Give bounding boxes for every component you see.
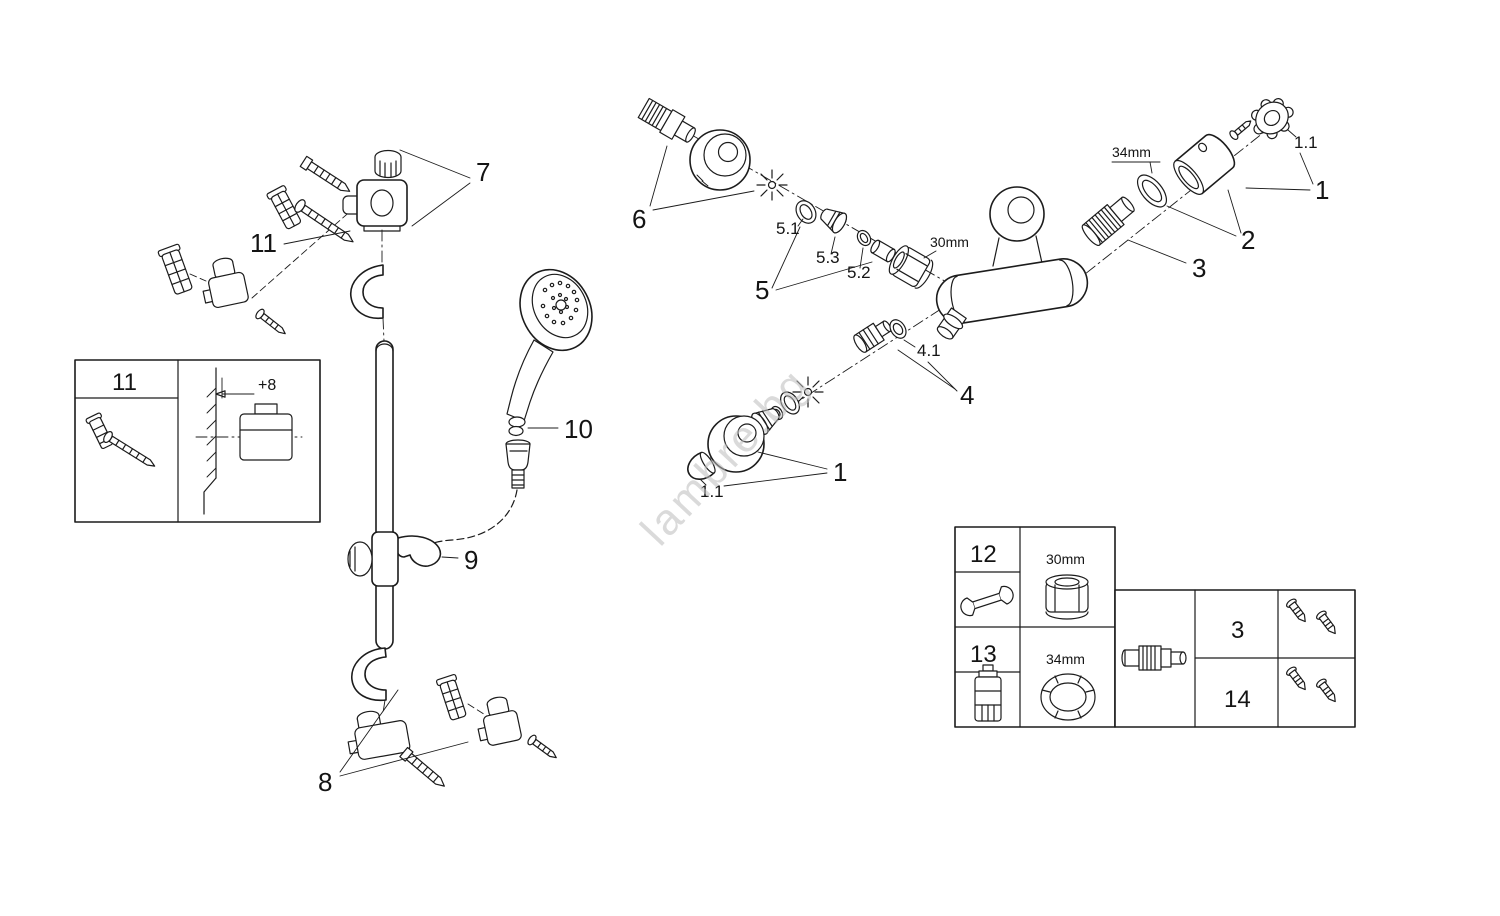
offset-dimension: +8 — [215, 377, 276, 399]
part-label-3: 3 — [1192, 253, 1206, 283]
handle-cap — [1251, 98, 1294, 140]
cover-cap — [687, 451, 716, 481]
seal-ring-5-1 — [795, 200, 817, 224]
part-label-11: 11 — [250, 228, 277, 258]
shower-outlet-stub — [936, 307, 967, 340]
connection-sleeve — [1173, 133, 1236, 195]
mixer-body — [935, 186, 1089, 340]
bracket-screw-icon — [299, 155, 351, 192]
rail-top-bracket — [342, 179, 408, 232]
table-item-13: 13 — [970, 641, 997, 668]
wall-bracket-icon — [477, 696, 522, 746]
mixer-exploded-assembly: 6 5.1 5.3 5.2 5 — [632, 97, 1329, 501]
cone-piece-5-3 — [820, 208, 848, 234]
wall-plug-icon — [435, 674, 467, 721]
part-label-1-1-bottom: 1.1 — [700, 482, 724, 501]
table-item-14: 14 — [1224, 686, 1251, 713]
part-label-9: 9 — [464, 545, 478, 575]
watermark-text: lambre.bg — [631, 359, 819, 555]
hand-shower — [506, 268, 593, 422]
part-label-2: 2 — [1241, 225, 1255, 255]
nut-30mm-icon — [1045, 574, 1089, 620]
dim-label-30mm: 30mm — [930, 234, 969, 250]
escutcheon-bottom — [707, 415, 765, 473]
part-label-5-3: 5.3 — [816, 248, 840, 267]
wall-screw-icon — [103, 431, 156, 467]
part-label-8: 8 — [318, 767, 332, 797]
part-label-1-bottom: 1 — [833, 457, 847, 487]
bracket-profile — [239, 403, 293, 461]
screw-pair-icon — [1286, 598, 1336, 635]
screw-pair-icon — [1286, 666, 1336, 703]
part-label-4: 4 — [960, 380, 974, 410]
wrench-icon — [960, 585, 1014, 617]
part-label-7: 7 — [476, 157, 490, 187]
hose-connector — [505, 439, 531, 489]
inset-label-11: 11 — [112, 369, 137, 396]
inset-dim-label: +8 — [258, 377, 276, 394]
part-label-4-1: 4.1 — [917, 341, 941, 360]
part-label-1-top: 1 — [1315, 175, 1329, 205]
part-label-1-1-top: 1.1 — [1294, 133, 1318, 152]
o-ring-4-1 — [889, 319, 907, 339]
ring-34mm-icon — [1040, 673, 1096, 721]
part-label-5: 5 — [755, 275, 769, 305]
connector-icon — [1121, 645, 1187, 671]
check-valve — [853, 320, 892, 353]
small-screw-icon — [527, 734, 557, 759]
washer-ring — [780, 391, 800, 415]
part-label-10: 10 — [564, 414, 593, 444]
part-label-5-1: 5.1 — [776, 219, 800, 238]
bracket-screw-icon — [399, 746, 445, 787]
wall-bracket-icon — [202, 257, 249, 309]
parts-table: 12 30mm 13 34mm 3 14 — [954, 526, 1356, 728]
cartridge-icon — [974, 664, 1002, 722]
dim-label-34mm: 34mm — [1112, 144, 1151, 160]
wall-plug-icon — [157, 243, 193, 295]
part-label-6: 6 — [632, 204, 646, 234]
nut-30mm — [888, 245, 934, 289]
inset-detail-box: 11 — [74, 359, 321, 523]
ring-34mm — [1136, 174, 1168, 208]
wall-section — [203, 367, 217, 515]
table-item-13-size: 34mm — [1046, 651, 1085, 667]
rail-top-knob — [374, 149, 402, 179]
wall-plug-icon — [266, 185, 302, 230]
spacer-cylinder — [870, 239, 896, 263]
spray-dots — [540, 280, 580, 326]
shower-rail-assembly: 7 11 — [157, 149, 593, 797]
o-ring-5-2 — [856, 229, 872, 247]
slider-holder — [347, 531, 442, 587]
flow-adapter — [1081, 196, 1135, 247]
table-item-3: 3 — [1231, 617, 1244, 644]
table-item-12: 12 — [970, 541, 997, 568]
rail-tube — [375, 340, 394, 650]
spray-symbol — [756, 169, 788, 201]
supply-fitting — [637, 97, 696, 143]
shower-gasket — [508, 416, 526, 437]
table-item-12-size: 30mm — [1046, 551, 1085, 567]
rail-hook-upper — [350, 264, 384, 320]
rail-hook-lower — [351, 647, 387, 702]
escutcheon-top — [689, 129, 751, 191]
grip-screw — [1229, 120, 1252, 141]
small-screw-icon — [255, 308, 286, 335]
